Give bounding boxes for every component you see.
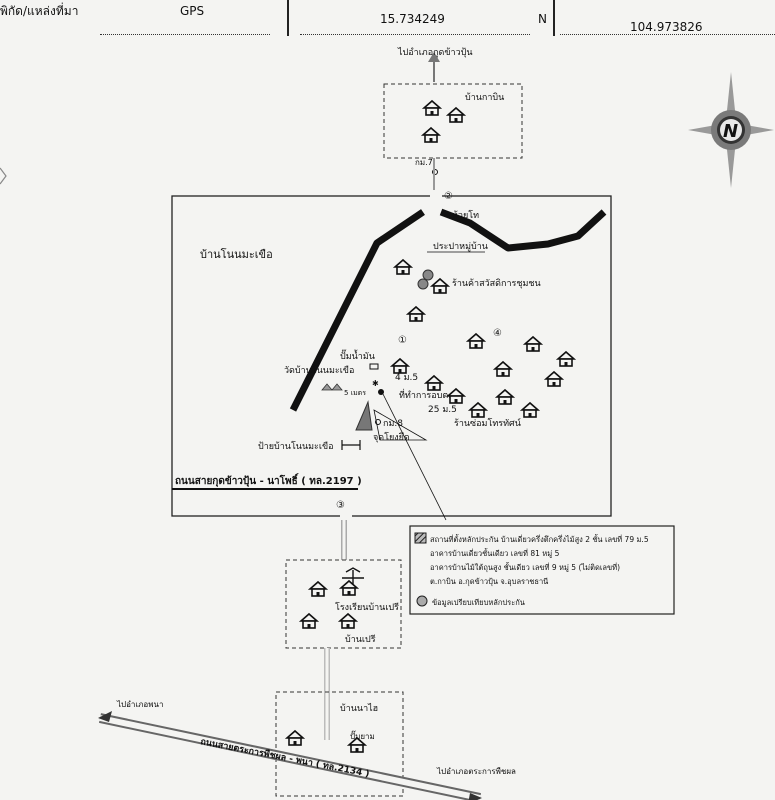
water-tank-icon	[417, 278, 429, 290]
edge-mark	[0, 167, 7, 185]
latitude-field: 15.734249	[300, 0, 530, 35]
label-sao-office: ที่ทำการอบต.	[399, 388, 451, 401]
header-divider	[287, 0, 289, 36]
legend-line-3: อาคารบ้านไม้ใต้ถุนสูง ชั้นเดียว เลขที่ 9…	[430, 562, 620, 572]
property-marker: ✱	[372, 379, 379, 388]
road-2134	[98, 713, 482, 800]
house-icon	[422, 127, 440, 143]
label-to-trakan: ไปอำเภอตระการพืชผล	[436, 767, 516, 776]
coordinate-header: พิกัด/แหล่งที่มา GPS 15.734249 N 104.973…	[0, 0, 775, 36]
legend-line-4: ต.กาบิน อ.กุดข้าวปุ้น จ.อุบลราชธานี	[430, 577, 548, 586]
label-to-kuet-khao-pun: ไปอำเภอกุดข้าวปุ้น	[397, 47, 473, 58]
house-icon	[407, 306, 425, 322]
ban-na-sai-area	[275, 691, 404, 797]
marker-4: ④	[493, 328, 502, 339]
gas-station-icon	[369, 363, 379, 370]
water-tank-icon	[422, 269, 434, 281]
house-icon	[423, 100, 441, 116]
legend-circle-icon	[416, 595, 428, 607]
legend-box	[409, 525, 675, 615]
legend-line-5: ข้อมูลเปรียบเทียบหลักประกัน	[432, 598, 525, 607]
house-icon	[309, 581, 327, 597]
label-gas-station: ปั๊มน้ำมัน	[340, 349, 375, 362]
label-ban-non-ma-khuea: บ้านโนนมะเขือ	[200, 247, 273, 261]
longitude-field: 104.973826	[560, 0, 775, 35]
coord-label: พิกัด/แหล่งที่มา	[0, 4, 79, 18]
house-icon	[286, 730, 304, 746]
label-ban-ka-bin: บ้านกาบิน	[465, 92, 504, 103]
house-icon	[447, 107, 465, 123]
house-icon	[524, 336, 542, 352]
label-ban-pre: บ้านเปรี	[345, 634, 376, 645]
house-icon	[431, 278, 449, 294]
house-icon	[394, 259, 412, 275]
label-coop-shop: ร้านค้าสวัสดิการชุมชน	[452, 278, 541, 289]
label-pho-mai: ปั๊มยาม	[350, 730, 375, 741]
survey-pointer	[373, 409, 428, 441]
latitude-value: 15.734249	[380, 12, 445, 26]
label-school: โรงเรียนบ้านเปรี	[335, 602, 399, 613]
legend-hatch-icon	[414, 532, 427, 544]
label-ban-na-sai: บ้านนาไฮ	[340, 703, 378, 714]
label-huai-tho: ห้วยโท	[452, 210, 479, 221]
frame-gap	[340, 512, 352, 520]
house-icon	[425, 375, 443, 391]
house-icon	[469, 402, 487, 418]
house-icon	[467, 333, 485, 349]
legend-line-1: สถานที่ตั้งหลักประกัน บ้านเดี่ยวครึ่งตึก…	[430, 534, 649, 544]
house-icon	[496, 389, 514, 405]
ban-ka-bin-area	[383, 83, 523, 159]
legend-line-2: อาคารบ้านเดี่ยวชั้นเดียว เลขที่ 81 หมู่ …	[430, 548, 560, 558]
house-icon	[521, 402, 539, 418]
label-temple: วัดบ้านโนนมะเขือ	[284, 365, 354, 376]
road-to-kuet-khao-pun	[428, 52, 440, 82]
house-icon	[391, 358, 409, 374]
source-field: GPS	[100, 0, 270, 35]
label-road-2134: ถนนสายตระการพืชผล - พนา ( ทล.2134 )	[199, 735, 370, 780]
km8-marker	[375, 419, 381, 425]
label-km7: กม.7	[415, 158, 433, 167]
north-arrow-icon	[688, 72, 774, 188]
marker-1: ①	[398, 335, 407, 346]
label-5m: 5 เมตร	[344, 389, 366, 397]
village-road	[289, 209, 425, 412]
arrow-to-trakan-icon	[468, 793, 482, 800]
label-house-4-m5: 4 ม.5	[395, 373, 418, 383]
source-value: GPS	[180, 4, 205, 18]
house-icon	[300, 613, 318, 629]
temple-icon	[321, 383, 343, 391]
marker-3: ③	[336, 500, 345, 511]
label-house-25-m5: 25 ม.5	[428, 405, 457, 415]
house-icon	[545, 371, 563, 387]
label-road-2197: ถนนสายกุดข้าวปุ้น - นาโพธิ์ ( ทล.2197 )	[175, 473, 362, 487]
house-icon	[339, 613, 357, 629]
label-village-sign: ป้ายบ้านโนนมะเขือ	[258, 441, 334, 452]
arrow-to-phana-icon	[98, 711, 112, 722]
ban-pre-area	[285, 559, 402, 649]
school-flag-icon	[342, 567, 364, 584]
house-icon	[557, 351, 575, 367]
huai-tho-creek	[439, 208, 607, 252]
header-divider-2	[553, 0, 555, 36]
compass-letter: N	[723, 121, 738, 142]
house-icon	[494, 361, 512, 377]
frame-gap	[430, 192, 442, 200]
label-km8: กม.8	[383, 419, 403, 429]
label-tambon-office: จุดโยงยึด	[373, 432, 410, 443]
survey-point-icon	[355, 400, 373, 431]
label-repair-shop: ร้านซ่อมโทรทัศน์	[454, 417, 521, 429]
longitude-value: 104.973826	[630, 20, 703, 34]
property-location-icon	[378, 389, 384, 395]
house-icon	[340, 580, 358, 596]
latitude-suffix: N	[538, 12, 547, 26]
village-frame	[171, 195, 612, 517]
label-water-supply: ประปาหมู่บ้าน	[433, 241, 488, 252]
legend-leader	[382, 393, 447, 521]
label-to-phana: ไปอำเภอพนา	[116, 700, 163, 709]
